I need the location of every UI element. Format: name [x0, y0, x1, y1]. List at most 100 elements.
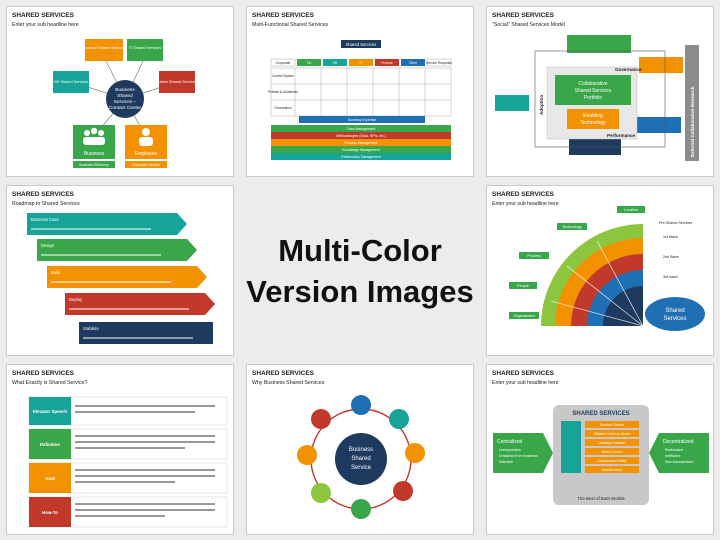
cycle-diagram: Business Shared Service [297, 395, 425, 519]
slide-subtitle: Enter your sub headline here [492, 380, 559, 386]
svg-text:Efficient Delivery Model: Efficient Delivery Model [594, 432, 631, 436]
card-label: Employee [135, 151, 157, 157]
thumbnail-slide-6[interactable]: SHARED SERVICES What Exactly is Shared S… [6, 364, 234, 535]
slide-subtitle: Enter your sub headline here [492, 201, 559, 207]
enabling-box [567, 109, 619, 129]
svg-text:Portfolio: Portfolio [584, 95, 603, 101]
svg-text:Shared Services: Shared Services [346, 42, 377, 47]
thumbnail-slide-7[interactable]: SHARED SERVICES Why Business Shared Serv… [246, 364, 474, 535]
svg-text:Process: Process [527, 254, 541, 258]
slide-title: SHARED SERVICES [252, 370, 315, 377]
svg-text:Shared Services: Shared Services [575, 88, 612, 94]
definition-table: Elevator Speech Definition Goal How-To [28, 396, 228, 528]
matrix-diagram: Shared Services Corporate Fin HR IT Proc… [268, 40, 452, 160]
hub-diagram: Business Shared Services – Contact Cente… [53, 39, 197, 168]
node-hr [53, 71, 89, 93]
svg-text:Leading Practices: Leading Practices [598, 441, 626, 445]
svg-text:Organization: Organization [513, 314, 535, 318]
hub-circle [106, 80, 144, 118]
svg-text:Independent Entity: Independent Entity [597, 459, 626, 463]
card-caption: Employee Service [132, 163, 159, 167]
thumbnail-slide-8[interactable]: SHARED SERVICES Enter your sub headline … [486, 364, 714, 535]
radial-waves-diagram: Location Technology Process People Organ… [509, 206, 705, 331]
svg-text:Centralized: Centralized [497, 439, 523, 445]
person-icon [139, 128, 153, 146]
svg-text:Corporate: Corporate [276, 61, 291, 65]
shared-services-oval [645, 297, 705, 331]
centralized-arrow [493, 433, 553, 473]
svg-text:Governance: Governance [274, 106, 292, 110]
svg-text:Policies & Guidelines: Policies & Guidelines [268, 90, 298, 94]
decentralized-arrow [649, 433, 709, 473]
thumbnail-slide-4[interactable]: SHARED SERVICES Roadmap to Shared Servic… [6, 185, 234, 356]
svg-text:Goal: Goal [45, 476, 55, 481]
svg-text:Technology: Technology [562, 225, 581, 229]
svg-text:Collaborative: Collaborative [578, 81, 607, 87]
svg-text:Procure: Procure [381, 61, 393, 65]
band [271, 139, 451, 146]
caption-line-1: Multi-Color [278, 233, 442, 268]
table-header [341, 40, 381, 48]
svg-text:Pre-Shared Services: Pre-Shared Services [659, 221, 692, 225]
band [271, 146, 451, 153]
card-caption-bar [73, 161, 115, 168]
roadmap-diagram: Business Case Design Build Deploy Stabil… [27, 213, 215, 344]
thumbnail-slide-1[interactable]: SHARED SERVICES Enter your sub headline … [6, 6, 234, 177]
svg-text:Metric-Driven: Metric-Driven [602, 450, 623, 454]
svg-text:People: People [517, 284, 529, 288]
node-financial [85, 39, 123, 61]
svg-text:Redundant: Redundant [665, 448, 683, 452]
thumbnail-slide-5[interactable]: SHARED SERVICES Enter your sub headline … [486, 185, 714, 356]
center-caption: Multi-Color Version Images [242, 230, 478, 312]
svg-text:Inflexible: Inflexible [499, 460, 513, 464]
slide-subtitle: Why Business Shared Services [252, 380, 325, 386]
svg-text:Detached from business: Detached from business [499, 454, 538, 458]
svg-text:Control System: Control System [272, 74, 294, 78]
svg-text:Services: Services [663, 316, 686, 322]
thumbnail-slide-2[interactable]: SHARED SERVICES Multi-Functional Shared … [246, 6, 474, 177]
svg-text:Build: Build [51, 270, 61, 275]
svg-text:Location: Location [624, 208, 638, 212]
hub-label: Contact Center [109, 105, 142, 111]
svg-text:Relationship Management: Relationship Management [341, 155, 380, 159]
svg-text:Business: Business [349, 447, 373, 453]
slide-title: SHARED SERVICES [12, 191, 75, 198]
svg-text:Deploy: Deploy [69, 297, 83, 302]
hub-label: Services – [114, 99, 137, 105]
sidebar [685, 45, 699, 161]
slide-subtitle: "Social" Shared Services Model [492, 22, 565, 28]
card-caption: Business Efficiency [79, 163, 108, 167]
band [299, 116, 425, 123]
svg-text:Case Management: Case Management [347, 127, 376, 131]
svg-text:Elevator Speech: Elevator Speech [33, 409, 67, 414]
slide-title: SHARED SERVICES [252, 12, 315, 19]
svg-text:Process Management: Process Management [345, 141, 378, 145]
svg-text:Inefficient: Inefficient [665, 454, 680, 458]
svg-text:Governance: Governance [615, 67, 642, 72]
slide-title: SHARED SERVICES [492, 12, 555, 19]
slide-subtitle: Roadmap to Shared Services [12, 201, 80, 207]
node-label: Financial Shared Services [82, 46, 126, 50]
node-admin [159, 71, 195, 93]
svg-text:2nd Wave: 2nd Wave [663, 255, 679, 259]
svg-text:Service Culture: Service Culture [600, 423, 624, 427]
svg-text:Design: Design [41, 243, 55, 248]
svg-text:Other: Other [409, 61, 418, 65]
svg-text:Decentralized: Decentralized [663, 439, 694, 445]
svg-text:Knowledge Management: Knowledge Management [342, 148, 380, 152]
thumbnail-slide-3[interactable]: SHARED SERVICES "Social" Shared Services… [486, 6, 714, 177]
svg-text:HR: HR [333, 61, 338, 65]
node-label: IT Shared Services [129, 46, 161, 50]
node-label: HR Shared Services [54, 80, 88, 84]
card-label: Business [84, 151, 105, 157]
slide-title: SHARED SERVICES [492, 191, 555, 198]
slide-title: SHARED SERVICES [12, 12, 75, 19]
hub-label: Shared [117, 93, 133, 99]
node-it [127, 39, 163, 61]
slide-title: SHARED SERVICES [492, 370, 555, 377]
svg-text:Service Requests: Service Requests [426, 61, 452, 65]
svg-text:Sourcing Expertise: Sourcing Expertise [348, 118, 377, 122]
svg-text:Adoption: Adoption [539, 95, 544, 115]
svg-text:The Best of Both Worlds: The Best of Both Worlds [577, 496, 625, 501]
svg-text:Infrastructure: Infrastructure [602, 468, 623, 472]
